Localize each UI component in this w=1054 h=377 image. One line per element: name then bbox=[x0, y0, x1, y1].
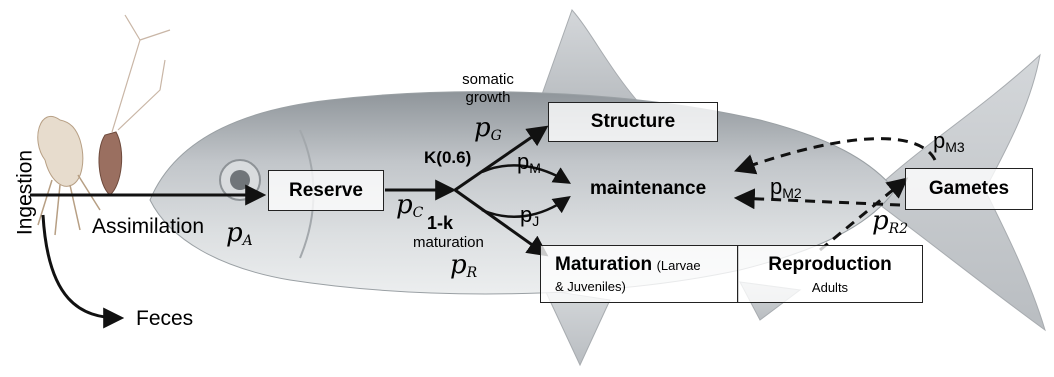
maintenance-label: maintenance bbox=[590, 179, 706, 198]
reproduction-title: Reproduction bbox=[768, 254, 892, 276]
structure-label: Structure bbox=[591, 111, 675, 133]
flux-pJ: pJ bbox=[520, 204, 539, 228]
flux-pM3: pM3 bbox=[933, 130, 965, 154]
reproduction-box: Reproduction Adults bbox=[737, 245, 923, 303]
one-minus-kappa-label: 1-k bbox=[427, 214, 453, 232]
structure-box: Structure bbox=[548, 102, 718, 142]
maturation-note-1: (Larvae bbox=[657, 258, 701, 273]
gametes-box: Gametes bbox=[905, 168, 1033, 210]
reserve-label: Reserve bbox=[289, 180, 363, 202]
reserve-box: Reserve bbox=[268, 170, 384, 211]
flux-pR2: pR2 bbox=[872, 208, 908, 236]
kappa-label: K(0.6) bbox=[424, 149, 471, 166]
maturation-lower-label: maturation bbox=[413, 235, 484, 250]
assimilation-label: Assimilation bbox=[92, 216, 204, 237]
maturation-note-2: & Juveniles) bbox=[555, 279, 626, 294]
maturation-box: Maturation (Larvae & Juveniles) bbox=[540, 245, 739, 303]
reproduction-note: Adults bbox=[812, 280, 848, 295]
flux-pR: pR bbox=[450, 252, 477, 280]
copepod-illustration bbox=[38, 15, 170, 235]
flux-pC: pC bbox=[396, 192, 423, 220]
dorsal-fin bbox=[540, 10, 640, 104]
gametes-label: Gametes bbox=[929, 178, 1009, 200]
flux-pG: pG bbox=[474, 115, 502, 143]
flux-pM: pM bbox=[517, 151, 541, 175]
ingestion-label: Ingestion bbox=[15, 138, 36, 248]
feces-label: Feces bbox=[136, 308, 193, 329]
flux-pM2: pM2 bbox=[770, 176, 802, 200]
flux-pA: pA bbox=[226, 220, 253, 248]
maturation-title: Maturation bbox=[555, 254, 652, 275]
